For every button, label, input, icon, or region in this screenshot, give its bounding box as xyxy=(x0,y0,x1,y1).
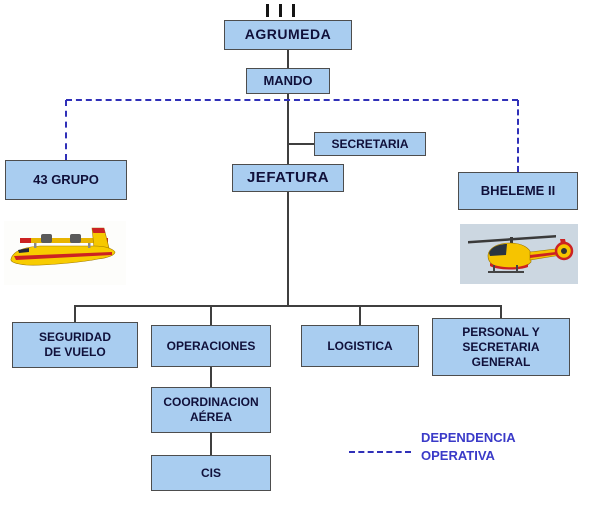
node-jefatura: JEFATURA xyxy=(232,164,344,192)
connector-operaciones-coordinacion xyxy=(210,367,212,387)
node-personal-y-secretaria-general: PERSONAL Y SECRETARIA GENERAL xyxy=(432,318,570,376)
connector-jefatura-secretaria xyxy=(289,143,314,145)
connector-to-personal xyxy=(500,305,502,318)
legend-dashed-line-sample xyxy=(349,451,411,453)
node-logistica: LOGISTICA xyxy=(301,325,419,367)
legend-label: DEPENDENCIA OPERATIVA xyxy=(421,430,516,463)
node-agrumeda: AGRUMEDA xyxy=(224,20,352,50)
helicopter-image xyxy=(460,224,578,284)
top-truncation-mark-1 xyxy=(266,4,269,17)
dashed-dependency-left xyxy=(65,100,67,160)
node-mando: MANDO xyxy=(246,68,330,94)
connector-to-seguridad xyxy=(74,305,76,322)
node-bheleme-ii: BHELEME II xyxy=(458,172,578,210)
node-secretaria: SECRETARIA xyxy=(314,132,426,156)
node-43-grupo: 43 GRUPO xyxy=(5,160,127,200)
connector-agrumeda-mando xyxy=(287,50,289,68)
connector-bottom-horizontal xyxy=(75,305,502,307)
connector-jefatura-bottom-spine xyxy=(287,192,289,306)
top-truncation-mark-3 xyxy=(292,4,295,17)
connector-to-operaciones xyxy=(210,305,212,325)
node-cis: CIS xyxy=(151,455,271,491)
node-operaciones: OPERACIONES xyxy=(151,325,271,367)
dashed-dependency-right xyxy=(517,100,519,172)
connector-mando-jefatura xyxy=(287,94,289,164)
node-seguridad-de-vuelo: SEGURIDAD DE VUELO xyxy=(12,322,138,368)
top-truncation-mark-2 xyxy=(279,4,282,17)
dashed-dependency-horizontal xyxy=(66,99,518,101)
connector-to-logistica xyxy=(359,305,361,325)
connector-coordinacion-cis xyxy=(210,433,212,455)
seaplane-image xyxy=(4,221,126,285)
node-coordinacion-aerea: COORDINACION AÉREA xyxy=(151,387,271,433)
